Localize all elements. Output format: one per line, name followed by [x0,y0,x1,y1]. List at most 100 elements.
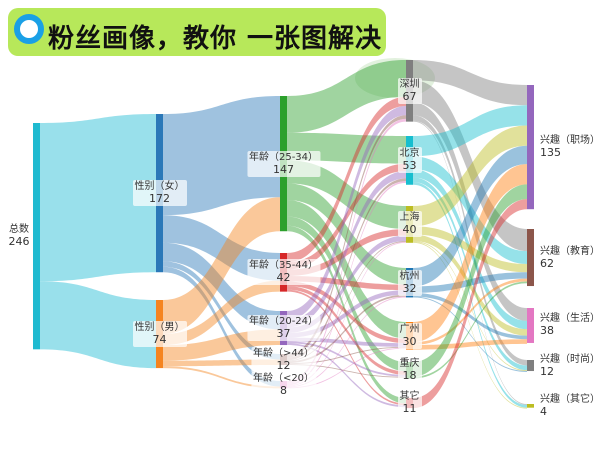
link-c4-i4 [413,296,527,372]
link-a2-c1 [287,96,406,263]
link-c5-i3 [413,339,527,350]
link-c7-i1 [413,199,527,409]
link-c2-i4 [413,177,527,371]
node-label-i4: 兴趣（时尚）12 [538,353,600,379]
node-name: 兴趣（其它） [540,393,600,405]
link-c4-i1 [413,145,527,287]
link-f-a5 [163,266,280,387]
link-total-m [40,281,156,369]
node-name: 北京 [399,148,420,160]
link-a3-c1 [287,106,406,321]
link-c4-i2 [413,272,527,293]
link-a3-c3 [287,235,406,334]
node-label-a5: 年龄（<20）8 [250,371,317,398]
link-a2-c6 [287,286,406,375]
node-label-i2: 兴趣（教育）62 [538,245,600,271]
link-total-f [40,114,156,282]
node-value: 30 [402,334,417,348]
node-name: 兴趣（时尚） [540,353,600,365]
node-name: 年龄（20-24） [248,316,319,328]
link-a5-c3 [287,241,406,387]
link-c2-i2 [413,156,527,264]
link-a3-c6 [287,341,406,377]
node-value: 37 [276,327,291,341]
node-value: 18 [402,369,417,383]
link-c3-i5 [413,241,527,409]
node-name: 性别（女） [134,181,185,193]
node-name: 年龄（<20） [252,372,315,384]
node-value: 12 [540,364,554,378]
node-value: 246 [8,235,30,249]
link-c6-i2 [413,281,527,379]
node-value: 4 [540,404,547,418]
link-a2-c7 [287,289,406,406]
circle-bullet-icon [14,14,44,44]
link-a1-c3 [287,160,406,229]
node-label-m: 性别（男）74 [132,321,187,348]
node-value: 32 [402,281,417,295]
node-i3 [527,308,534,343]
node-name: 性别（男） [134,322,185,334]
node-name: 兴趣（生活） [540,313,600,325]
link-c3-i2 [413,226,527,273]
link-c2-i1 [413,105,527,157]
node-label-i1: 兴趣（职场）135 [538,134,600,160]
link-c1-i4 [413,115,527,366]
link-a4-c5 [287,346,406,365]
link-c5-i2 [413,278,527,345]
node-value: 53 [402,159,417,173]
link-m-a2 [163,280,280,346]
link-a4-c4 [287,294,406,364]
node-name: 重庆 [399,358,420,370]
node-label-a1: 年龄（25-34）147 [246,150,321,177]
link-c4-i3 [413,292,527,340]
link-c6-i1 [413,184,527,377]
node-i2 [527,229,534,287]
link-a2-c5 [287,281,406,344]
link-c3-i4 [413,240,527,372]
link-c1-i1 [413,60,527,106]
link-a4-c1 [287,115,406,358]
node-name: 年龄（>44） [252,347,315,359]
link-a5-c1 [287,118,406,384]
link-c2-i3 [413,169,527,330]
link-f-a1 [163,96,280,216]
node-label-a2: 年龄（35-44）42 [246,259,321,286]
node-value: 12 [276,358,291,372]
node-value: 74 [152,333,167,347]
node-name: 兴趣（职场） [540,135,600,147]
link-a2-c2 [287,163,406,270]
node-name: 广州 [399,323,420,335]
link-f-a4 [163,261,280,360]
node-value: 38 [540,324,554,338]
title-banner: 粉丝画像，教你 一张图解决 [8,8,386,56]
link-a3-c2 [287,170,406,328]
node-label-a4: 年龄（>44）12 [250,346,317,373]
node-name: 年龄（35-44） [248,260,319,272]
node-i1 [527,85,534,210]
decorative-shape [355,58,435,98]
link-a1-c4 [287,183,406,285]
link-c1-i5 [413,120,527,405]
node-name: 上海 [399,212,420,224]
link-f-a3 [163,242,280,330]
node-name: 深圳 [399,78,420,90]
node-value: 172 [149,192,170,206]
node-label-f: 性别（女）172 [132,180,187,207]
node-value: 67 [402,89,417,103]
link-a4-c6 [287,364,406,378]
link-c1-i2 [413,80,527,252]
node-value: 8 [279,383,287,397]
link-m-a5 [163,366,280,389]
link-a3-c4 [287,290,406,338]
link-a4-c2 [287,178,406,361]
link-c5-i1 [413,164,527,343]
node-name: 杭州 [399,270,420,282]
link-a4-c3 [287,240,406,362]
